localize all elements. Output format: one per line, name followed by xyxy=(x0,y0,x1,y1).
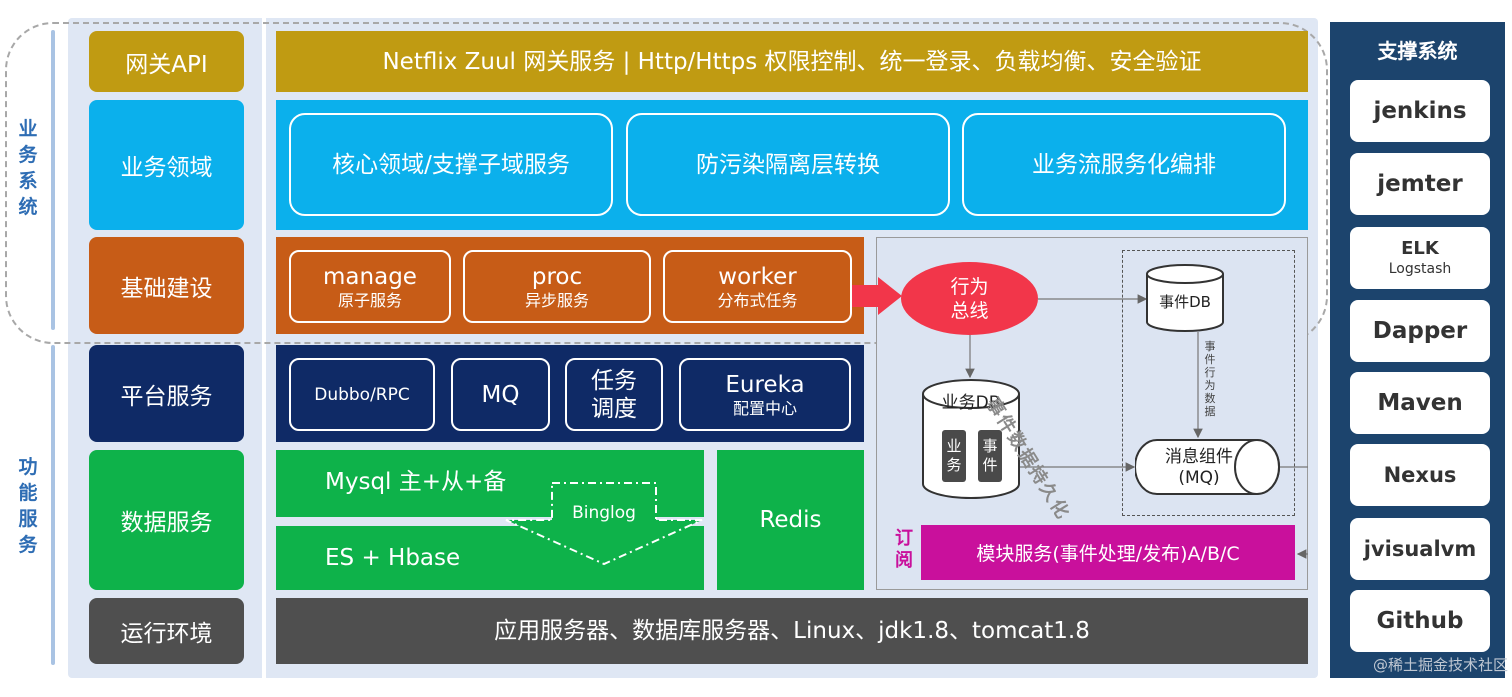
domain-item-orchestration: 业务流服务化编排 xyxy=(962,113,1286,216)
support-item-github: Github xyxy=(1350,590,1490,652)
event-db-cylinder xyxy=(1146,264,1224,332)
gateway-band-text: Netflix Zuul 网关服务 | Http/Https 权限控制、统一登录… xyxy=(382,48,1202,75)
support-item-dapper-label: Dapper xyxy=(1372,318,1468,344)
domain-item-anticorruption: 防污染隔离层转换 xyxy=(626,113,950,216)
support-item-jemter-label: jemter xyxy=(1377,171,1463,197)
support-item-elk: ELK Logstash xyxy=(1350,227,1490,289)
business-db-event-label: 事 件 xyxy=(982,437,998,474)
business-db-label: 业务DB xyxy=(941,392,1001,413)
infrastructure-band xyxy=(276,237,864,334)
domain-item-core: 核心领域/支撑子域服务 xyxy=(289,113,613,216)
gateway-band: Netflix Zuul 网关服务 | Http/Https 权限控制、统一登录… xyxy=(276,31,1308,92)
event-behavior-label: 事件行为数据 xyxy=(1204,340,1216,418)
domain-item-anticorruption-label: 防污染隔离层转换 xyxy=(696,151,880,178)
business-system-bar xyxy=(51,30,55,330)
es-hbase-label: ES + Hbase xyxy=(325,545,461,571)
infra-item-worker-sub: 分布式任务 xyxy=(717,290,798,310)
runtime-band-text: 应用服务器、数据库服务器、Linux、jdk1.8、tomcat1.8 xyxy=(494,618,1090,644)
functional-services-bar xyxy=(51,345,55,665)
support-item-jenkins-label: jenkins xyxy=(1373,98,1467,124)
domain-item-orchestration-label: 业务流服务化编排 xyxy=(1032,151,1216,178)
infrastructure-label: 基础建设 xyxy=(120,275,213,302)
support-item-maven-label: Maven xyxy=(1377,390,1463,416)
business-system-outline xyxy=(5,22,1328,344)
platform-services-label: 平台服务 xyxy=(120,383,213,410)
infra-item-proc-title: proc xyxy=(531,263,583,290)
data-services-box: 数据服务 xyxy=(89,450,244,590)
infra-item-worker-title: worker xyxy=(718,263,797,290)
message-mq-cylinder xyxy=(1135,439,1280,495)
infra-item-proc: proc 异步服务 xyxy=(463,250,651,323)
business-domain-label: 业务领域 xyxy=(120,155,213,181)
business-db-biz: 业 务 xyxy=(942,430,966,482)
redis-label: Redis xyxy=(759,507,822,533)
support-item-nexus: Nexus xyxy=(1350,444,1490,506)
infra-to-bus-arrow xyxy=(852,277,902,315)
platform-item-mq: MQ xyxy=(451,358,550,431)
platform-item-mq-label: MQ xyxy=(481,381,520,408)
support-item-maven: Maven xyxy=(1350,372,1490,434)
data-services-label: 数据服务 xyxy=(120,510,213,536)
infra-item-manage-title: manage xyxy=(323,263,417,290)
infra-item-manage: manage 原子服务 xyxy=(289,250,451,323)
behavior-bus-label: 行为 总线 xyxy=(950,275,989,322)
infrastructure-box: 基础建设 xyxy=(89,237,244,334)
functional-services-label: 功能服务 xyxy=(18,456,38,556)
message-mq-label: 消息组件 (MQ) xyxy=(1165,447,1233,488)
support-item-elk-sub: Logstash xyxy=(1388,261,1452,277)
platform-item-dubbo-label: Dubbo/RPC xyxy=(314,384,410,405)
infra-item-worker: worker 分布式任务 xyxy=(663,250,852,323)
support-item-elk-label: ELK xyxy=(1401,238,1439,259)
domain-item-core-label: 核心领域/支撑子域服务 xyxy=(332,151,570,178)
platform-item-eureka: Eureka 配置中心 xyxy=(679,358,851,431)
runtime-env-box: 运行环境 xyxy=(89,598,244,664)
platform-item-dubbo: Dubbo/RPC xyxy=(289,358,435,431)
support-item-jenkins: jenkins xyxy=(1350,80,1490,142)
redis-block: Redis xyxy=(717,450,864,590)
behavior-bus: 行为 总线 xyxy=(901,262,1038,335)
business-domain-box: 业务领域 xyxy=(89,100,244,230)
support-item-jemter: jemter xyxy=(1350,153,1490,215)
business-db-biz-label: 业 务 xyxy=(946,437,962,474)
platform-services-box: 平台服务 xyxy=(89,345,244,442)
business-db-event: 事 件 xyxy=(978,430,1002,482)
platform-item-eureka-title: Eureka xyxy=(725,371,805,398)
module-services-label: 模块服务(事件处理/发布)A/B/C xyxy=(976,543,1240,565)
platform-item-scheduler-label: 任务 调度 xyxy=(591,367,637,422)
module-services-box: 模块服务(事件处理/发布)A/B/C xyxy=(921,525,1295,580)
binglog-label: Binglog xyxy=(572,503,636,523)
support-item-dapper: Dapper xyxy=(1350,300,1490,362)
business-system-label: 业务系统 xyxy=(18,118,38,218)
platform-item-eureka-sub: 配置中心 xyxy=(732,398,797,418)
event-dashed-area xyxy=(1122,250,1295,516)
watermark-text: @稀土掘金技术社区 xyxy=(1372,656,1508,674)
support-item-jvisualvm: jvisualvm xyxy=(1350,518,1490,580)
runtime-env-label: 运行环境 xyxy=(120,621,213,647)
support-item-nexus-label: Nexus xyxy=(1383,463,1457,487)
gateway-api-label: 网关API xyxy=(125,51,208,78)
event-db-label: 事件DB xyxy=(1159,292,1211,311)
platform-item-scheduler: 任务 调度 xyxy=(565,358,663,431)
gateway-api-box: 网关API xyxy=(89,31,244,92)
column-divider xyxy=(262,18,266,678)
binglog-arrow xyxy=(505,482,703,566)
mysql-label: Mysql 主+从+备 xyxy=(325,469,507,495)
runtime-band: 应用服务器、数据库服务器、Linux、jdk1.8、tomcat1.8 xyxy=(276,598,1308,664)
support-title: 支撑系统 xyxy=(1377,38,1458,63)
event-connectors xyxy=(965,294,1308,559)
support-item-jvisualvm-label: jvisualvm xyxy=(1363,537,1477,561)
support-item-github-label: Github xyxy=(1376,608,1464,634)
infra-item-manage-sub: 原子服务 xyxy=(337,290,402,310)
subscribe-label: 订 阅 xyxy=(895,528,913,571)
domain-band xyxy=(276,100,1308,230)
infra-item-proc-sub: 异步服务 xyxy=(524,290,589,310)
